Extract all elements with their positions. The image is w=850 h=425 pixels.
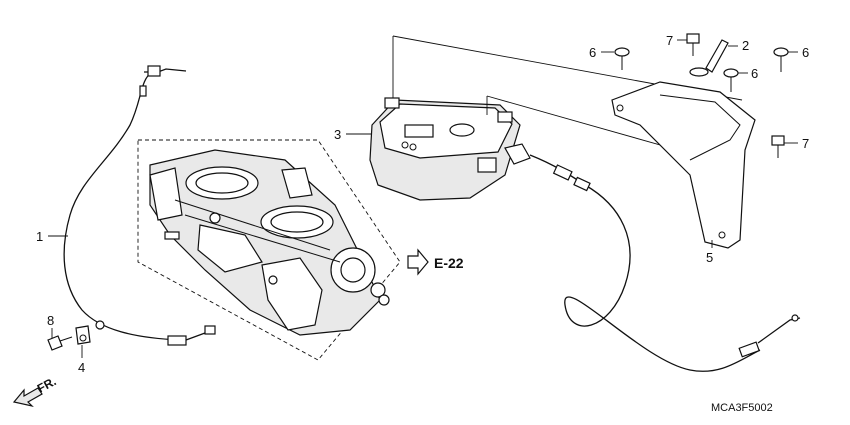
callout-6c: 6 xyxy=(802,45,809,60)
cable-1-upper-fitting xyxy=(147,65,161,77)
callout-6a: 6 xyxy=(589,45,596,60)
screw-6b-head xyxy=(723,68,739,78)
reference-arrow-icon xyxy=(407,248,429,276)
control-unit-pin-b xyxy=(409,143,417,151)
pin-2-washer xyxy=(689,67,709,77)
front-arrow-icon xyxy=(12,387,43,408)
injector-block xyxy=(281,167,313,199)
throttle-pulley-hub xyxy=(340,257,366,283)
control-unit-label-plate xyxy=(404,124,434,138)
throttle-bore-left-inner xyxy=(195,172,249,194)
control-unit-cable-outlet xyxy=(504,143,531,165)
part-5-bracket xyxy=(611,81,756,249)
control-unit-mount-tr xyxy=(497,111,513,123)
linkage-left xyxy=(197,224,263,273)
bracket-5-fold xyxy=(659,94,741,161)
control-cable xyxy=(529,154,801,372)
control-cable-boot-1 xyxy=(552,164,573,181)
throttle-bore-right-inner xyxy=(270,211,324,233)
projection-line-4 xyxy=(486,95,686,153)
control-unit-cap xyxy=(449,123,475,137)
reference-label: E-22 xyxy=(434,255,464,271)
screw-6c xyxy=(773,47,789,72)
pulley-nut xyxy=(378,294,390,306)
front-direction-indicator: FR. xyxy=(12,374,58,408)
callout-1: 1 xyxy=(36,229,43,244)
callout-2: 2 xyxy=(742,38,749,53)
control-unit-pin-a xyxy=(401,141,409,149)
bracket-5-hole-b xyxy=(718,231,726,239)
callout-7a: 7 xyxy=(666,33,673,48)
pin-2 xyxy=(705,39,729,73)
part-8-bolt xyxy=(47,335,73,351)
control-cable-boot-2 xyxy=(573,176,591,192)
control-unit-mount-tl xyxy=(384,97,400,109)
casting-rib-2 xyxy=(184,214,341,263)
cable-1-boot xyxy=(139,85,147,97)
bracket-5-hole-a xyxy=(616,104,624,112)
callout-7b: 7 xyxy=(802,136,809,151)
cable-1-line xyxy=(63,71,181,341)
bolt-7b-head xyxy=(771,135,785,146)
callout-3: 3 xyxy=(334,127,341,142)
bolt-7a xyxy=(686,33,700,56)
control-unit-mount-b xyxy=(477,157,497,173)
cable-1-lower-fitting xyxy=(167,335,187,346)
clamp-4-hole xyxy=(79,334,87,342)
pulley-bolt xyxy=(370,282,386,298)
bolt-7b xyxy=(771,135,785,158)
reference-arrow: E-22 xyxy=(407,248,464,276)
throttle-end-cap xyxy=(149,167,183,221)
bolt-8-head xyxy=(47,335,63,351)
callout-8: 8 xyxy=(47,313,54,328)
control-cable-end-fitting xyxy=(738,341,760,358)
throttle-body-outline xyxy=(137,139,401,361)
part-2-pin xyxy=(689,39,729,77)
control-unit-top xyxy=(379,103,513,159)
throttle-body xyxy=(149,149,381,336)
diagram-code: MCA3F5002 xyxy=(711,402,773,414)
linkage-center xyxy=(261,257,323,331)
casting-rib xyxy=(174,199,331,251)
screw-6a-head xyxy=(614,47,630,57)
screw-6b xyxy=(723,68,739,92)
control-cable-end-eye xyxy=(791,314,799,322)
part-1-cable xyxy=(63,65,216,346)
bracket-5 xyxy=(611,81,756,249)
cable-1-ring xyxy=(95,320,105,330)
throttle-body-assembly xyxy=(137,139,401,361)
screw-6a xyxy=(614,47,630,70)
vacuum-nipple xyxy=(164,231,180,240)
linkage-pin xyxy=(268,275,278,285)
callout-4: 4 xyxy=(78,360,85,375)
part-3-control-unit xyxy=(369,97,531,201)
callout-6b: 6 xyxy=(751,66,758,81)
bolt-7a-head xyxy=(686,33,700,44)
control-cable-tip xyxy=(757,317,801,344)
part-4-clamp xyxy=(75,325,91,345)
callout-5: 5 xyxy=(706,250,713,265)
cable-1-end-barrel xyxy=(204,325,216,335)
bolt-8-shank xyxy=(59,336,73,342)
screw-6c-head xyxy=(773,47,789,57)
